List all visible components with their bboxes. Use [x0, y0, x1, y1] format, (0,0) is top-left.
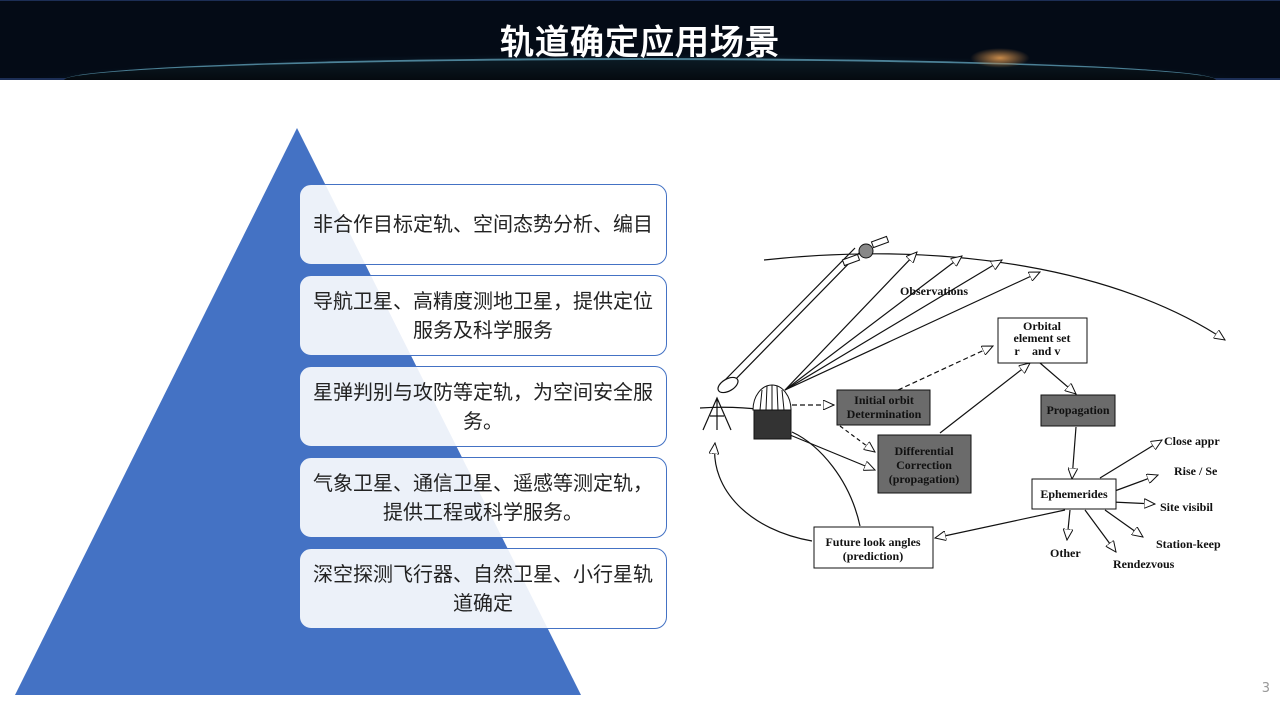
future-look-angles-box: Future look angles (prediction)	[813, 526, 934, 569]
observations-label: Observations	[900, 284, 968, 298]
close-approach-label: Close appr	[1164, 434, 1220, 448]
page-title: 轨道确定应用场景	[500, 23, 780, 63]
other-label: Other	[1050, 546, 1081, 560]
svg-text:Future look angles: Future look angles	[825, 535, 920, 549]
page-number: 3	[1261, 681, 1270, 696]
initial-orbit-determination-box: Initial orbit Determination	[836, 389, 931, 426]
site-visibility-label: Site visibil	[1160, 500, 1214, 514]
satellite-icon	[841, 235, 890, 267]
svg-text:Orbital: Orbital	[1023, 319, 1062, 333]
header-banner: 轨道确定应用场景	[0, 0, 1280, 80]
svg-text:Ephemerides: Ephemerides	[1040, 487, 1108, 501]
svg-text:Initial orbit: Initial orbit	[854, 393, 914, 407]
svg-text:Differential: Differential	[894, 444, 954, 458]
earth-horizon-image	[64, 58, 1216, 80]
antenna-tower-icon	[702, 396, 732, 431]
scenario-box-2: 导航卫星、高精度测地卫星，提供定位服务及科学服务	[299, 275, 667, 356]
svg-text:Determination: Determination	[847, 407, 922, 421]
differential-correction-box: Differential Correction (propagation)	[877, 434, 972, 494]
station-keeping-label: Station-keep	[1156, 537, 1221, 551]
ephemerides-box: Ephemerides	[1031, 478, 1117, 510]
svg-text:(propagation): (propagation)	[889, 472, 959, 486]
orbit-determination-diagram: Observations Orbital element set r⃗ and …	[700, 235, 1230, 571]
rendezvous-label: Rendezvous	[1113, 557, 1175, 571]
rise-set-label: Rise / Se	[1174, 464, 1218, 478]
scenario-box-1: 非合作目标定轨、空间态势分析、编目	[299, 184, 667, 265]
scenario-box-5: 深空探测飞行器、自然卫星、小行星轨道确定	[299, 548, 667, 629]
sun-glow	[970, 48, 1030, 68]
svg-text:r⃗ and v⃗: r⃗ and v⃗	[1014, 344, 1069, 358]
scenario-box-4: 气象卫星、通信卫星、遥感等测定轨，提供工程或科学服务。	[299, 457, 667, 538]
svg-text:Propagation: Propagation	[1046, 403, 1109, 417]
svg-text:(prediction): (prediction)	[843, 549, 903, 563]
scenario-box-3: 星弹判别与攻防等定轨，为空间安全服务。	[299, 366, 667, 447]
propagation-box: Propagation	[1040, 394, 1116, 427]
observatory-icon	[752, 384, 792, 440]
orbital-element-set-box: Orbital element set r⃗ and v⃗	[997, 317, 1088, 364]
dish-icon	[717, 376, 739, 394]
svg-text:Correction: Correction	[896, 458, 952, 472]
orbit-arc	[763, 253, 1225, 340]
svg-text:element set: element set	[1014, 331, 1071, 345]
